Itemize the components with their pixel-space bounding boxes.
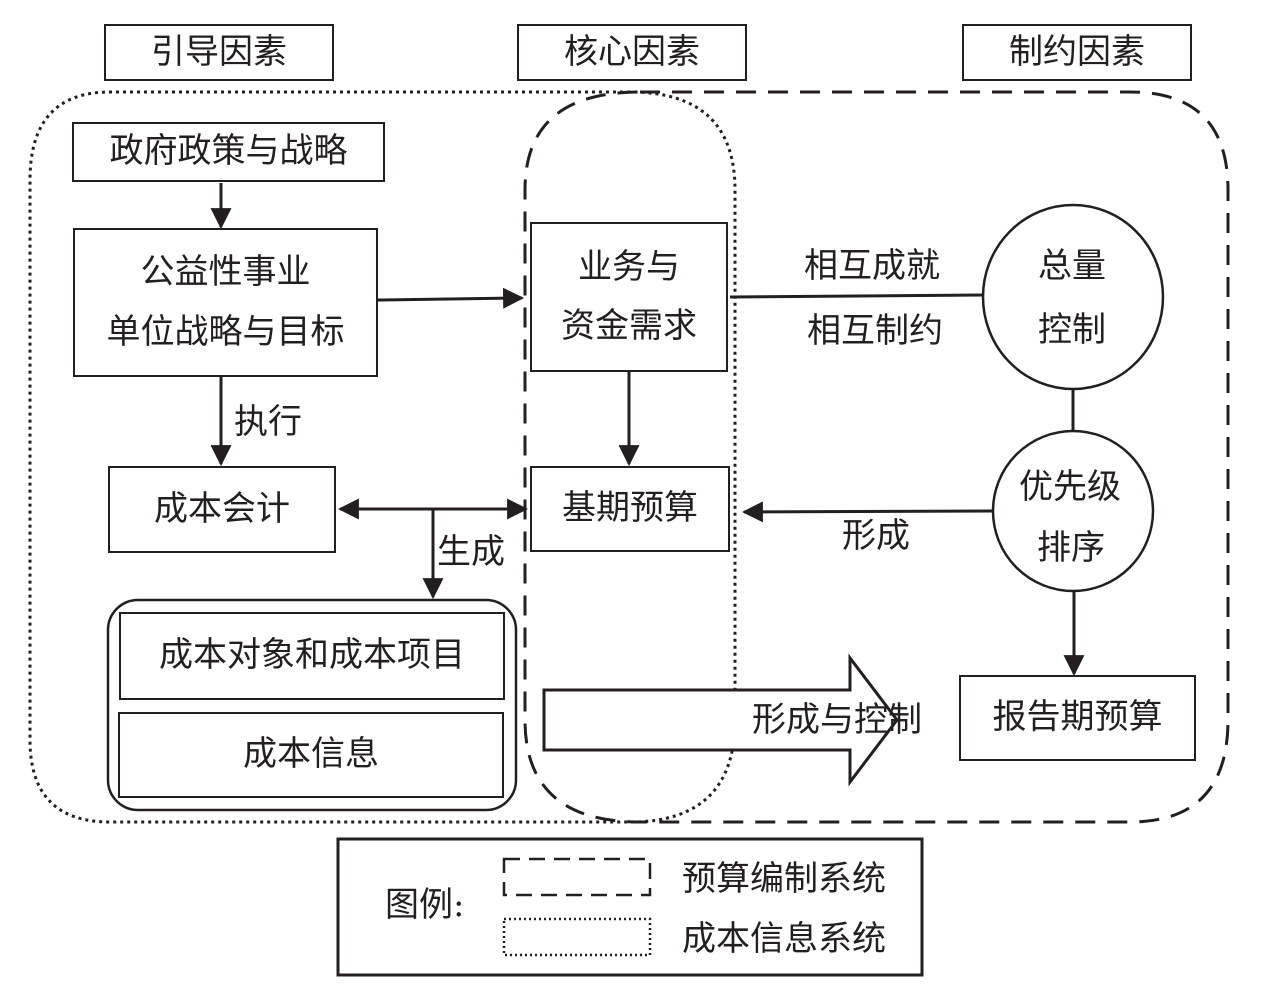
header-guiding-label: 引导因素 xyxy=(151,31,287,72)
legend-dotted-swatch xyxy=(502,917,652,957)
cost-info-group xyxy=(106,598,518,812)
cost-info-system-region xyxy=(28,90,737,824)
node-priority-line2: 排序 xyxy=(1037,528,1105,568)
node-business-funding: 业务与 资金需求 xyxy=(530,222,728,372)
node-business-funding-line2: 资金需求 xyxy=(561,306,697,346)
node-unit-strategy: 公益性事业 单位战略与目标 xyxy=(73,228,378,377)
header-guiding-factors: 引导因素 xyxy=(104,24,334,81)
node-gov-policy-label: 政府政策与战略 xyxy=(109,131,348,172)
header-constraint-label: 制约因素 xyxy=(1009,31,1145,72)
node-cost-info-label: 成本信息 xyxy=(243,734,379,775)
node-total-control-line1: 总量 xyxy=(1038,246,1106,286)
header-core-factors: 核心因素 xyxy=(517,24,747,81)
node-priority-line1: 优先级 xyxy=(1019,467,1121,507)
arrow-strategy-to-business xyxy=(377,287,525,309)
edge-label-generate: 生成 xyxy=(437,532,505,572)
node-gov-policy: 政府政策与战略 xyxy=(72,122,385,182)
legend-title: 图例: xyxy=(385,885,465,925)
header-constraint-factors: 制约因素 xyxy=(962,24,1192,81)
legend-box xyxy=(336,837,924,977)
node-cost-accounting: 成本会计 xyxy=(108,466,336,553)
node-unit-strategy-line2: 单位战略与目标 xyxy=(106,311,345,352)
node-cost-objects: 成本对象和成本项目 xyxy=(119,612,505,700)
block-arrow-form-and-control xyxy=(542,653,899,787)
arrow-priority-to-base-budget xyxy=(741,501,994,523)
edge-label-execute: 执行 xyxy=(234,402,302,442)
edge-label-mutual-achieve: 相互成就 xyxy=(804,246,940,286)
legend-item-cost-info-system: 成本信息系统 xyxy=(682,919,886,959)
edge-label-form-and-control: 形成与控制 xyxy=(752,700,922,740)
node-base-budget-label: 基期预算 xyxy=(562,488,698,529)
legend-dashed-swatch xyxy=(502,857,652,897)
node-total-control-line2: 控制 xyxy=(1038,310,1106,350)
node-cost-objects-label: 成本对象和成本项目 xyxy=(159,635,465,676)
node-unit-strategy-line1: 公益性事业 xyxy=(140,252,311,292)
node-business-funding-line1: 业务与 xyxy=(578,246,680,287)
node-base-budget: 基期预算 xyxy=(530,466,730,552)
header-core-label: 核心因素 xyxy=(564,31,700,72)
node-report-budget: 报告期预算 xyxy=(959,675,1196,761)
edge-label-mutual-constrain: 相互制约 xyxy=(807,311,943,351)
node-report-budget-label: 报告期预算 xyxy=(992,697,1163,738)
total-control-circle xyxy=(981,203,1165,391)
budget-system-region xyxy=(523,90,1230,824)
legend-item-budget-system: 预算编制系统 xyxy=(682,859,886,899)
link-business-total-control xyxy=(729,293,984,299)
node-cost-info: 成本信息 xyxy=(118,712,504,798)
node-cost-accounting-label: 成本会计 xyxy=(154,488,290,529)
edge-label-form: 形成 xyxy=(842,516,910,556)
